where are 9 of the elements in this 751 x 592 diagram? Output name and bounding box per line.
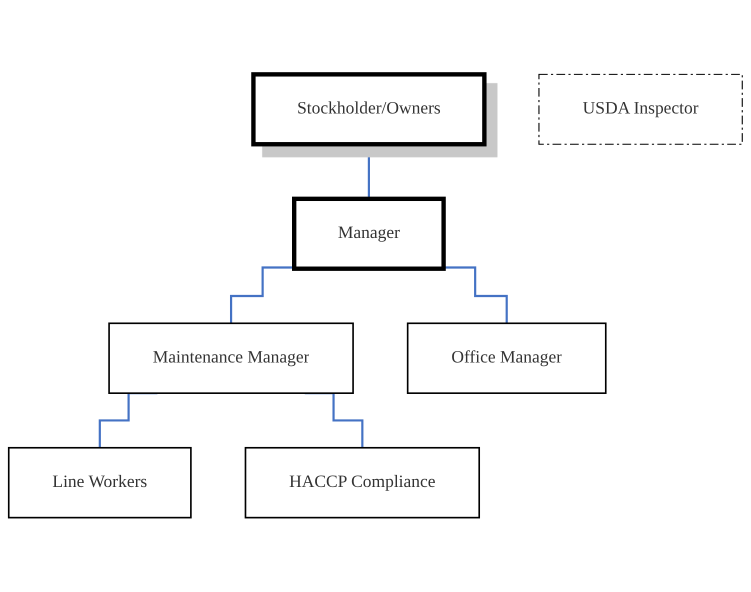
- node-box: Office Manager: [406, 322, 607, 394]
- node-box: HACCP Compliance: [244, 446, 480, 518]
- connector: [444, 266, 508, 324]
- connector: [230, 266, 294, 324]
- node-box: Stockholder/Owners: [251, 72, 487, 146]
- node-box: Line Workers: [8, 446, 192, 518]
- node-box: USDA Inspector: [538, 74, 743, 145]
- node-box: Maintenance Manager: [108, 322, 354, 394]
- node-box: Manager: [292, 196, 446, 271]
